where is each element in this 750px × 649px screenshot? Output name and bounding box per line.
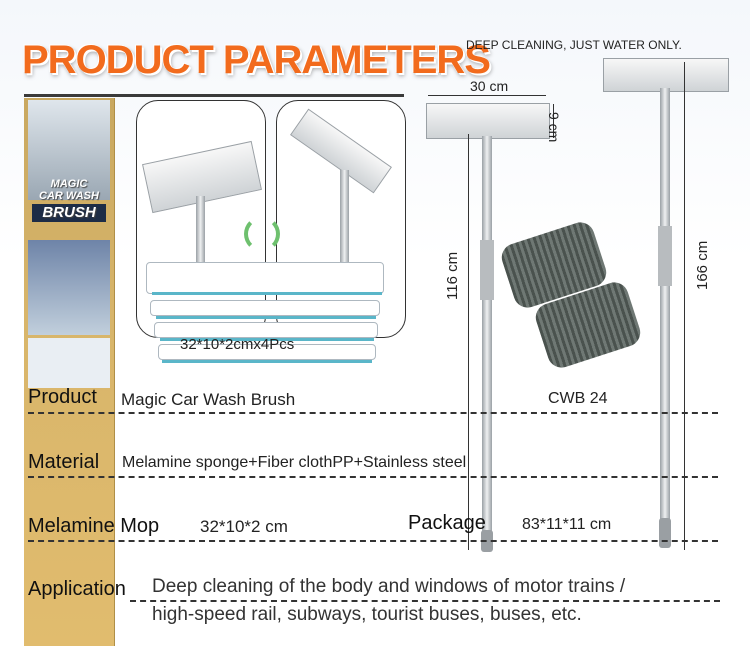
material-label: Material bbox=[28, 451, 100, 473]
short-mop-handle bbox=[482, 136, 492, 546]
product-value: Magic Car Wash Brush bbox=[121, 390, 296, 409]
application-label: Application bbox=[28, 578, 126, 600]
box-brand: MAGIC CAR WASH BRUSH bbox=[28, 178, 110, 222]
sponge-pad bbox=[146, 262, 384, 294]
long-mop-head bbox=[603, 58, 729, 92]
long-mop-handle bbox=[660, 88, 670, 536]
box-brand-line3: BRUSH bbox=[32, 204, 106, 222]
sponge-stripe bbox=[156, 316, 376, 319]
divider bbox=[28, 476, 718, 478]
mop-label: Melamine Mop bbox=[28, 515, 160, 537]
height-dimension-line bbox=[553, 104, 554, 138]
rotate-icon bbox=[244, 216, 280, 252]
sponge-stripe bbox=[152, 292, 382, 295]
long-length: 166 cm bbox=[694, 240, 711, 290]
application-line2: high-speed rail, subways, tourist buses,… bbox=[152, 604, 582, 625]
mop-value: 32*10*2 cm bbox=[200, 517, 288, 536]
model-number: CWB 24 bbox=[548, 390, 608, 407]
box-brand-line2: CAR WASH bbox=[39, 190, 99, 202]
package-value: 83*11*11 cm bbox=[522, 516, 612, 533]
divider bbox=[28, 412, 718, 414]
box-train-photo bbox=[28, 338, 110, 388]
sponge-stripe bbox=[160, 338, 374, 341]
sponge-pad bbox=[154, 322, 378, 338]
mop-handle-folded bbox=[340, 170, 349, 270]
package-label: Package bbox=[408, 512, 486, 534]
width-dimension-line bbox=[428, 95, 546, 96]
tagline: DEEP CLEANING, JUST WATER ONLY. bbox=[466, 38, 682, 52]
divider bbox=[130, 600, 720, 602]
long-mop-cap bbox=[659, 518, 671, 548]
long-mop-grip bbox=[658, 226, 672, 286]
box-brand-line1: MAGIC bbox=[50, 178, 88, 190]
short-mop-head bbox=[426, 103, 550, 139]
short-mop-grip bbox=[480, 240, 494, 300]
material-value: Melamine sponge+Fiber clothPP+Stainless … bbox=[122, 454, 467, 471]
divider bbox=[28, 540, 718, 542]
sponge-size-label: 32*10*2cmx4Pcs bbox=[180, 336, 295, 353]
sponge-pad bbox=[158, 344, 376, 360]
product-label: Product bbox=[28, 386, 97, 408]
page-title: PRODUCT PARAMETERS bbox=[22, 38, 491, 82]
short-length-line bbox=[468, 134, 469, 550]
short-length: 116 cm bbox=[444, 251, 461, 300]
sponge-pad bbox=[150, 300, 380, 316]
sponge-stripe bbox=[162, 360, 372, 363]
mop-handle-flat bbox=[196, 196, 205, 266]
box-bus-photo bbox=[28, 240, 110, 335]
height-dimension: 9 cm bbox=[546, 112, 562, 143]
width-dimension: 30 cm bbox=[470, 78, 509, 94]
long-length-line bbox=[684, 62, 685, 550]
application-line1: Deep cleaning of the body and windows of… bbox=[152, 576, 626, 597]
box-top-photo bbox=[28, 100, 110, 200]
title-underline bbox=[24, 94, 404, 97]
